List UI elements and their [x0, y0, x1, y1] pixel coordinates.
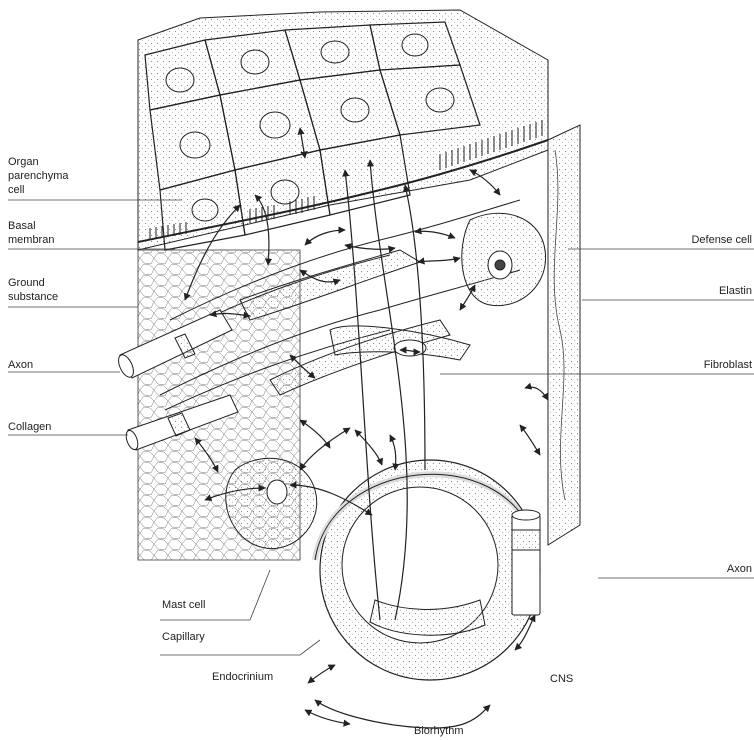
- label-cns: CNS: [550, 672, 573, 686]
- elastin-block: [548, 125, 580, 545]
- defense-cell: [462, 213, 546, 305]
- label-fibroblast: Fibroblast: [704, 358, 752, 372]
- label-elastin: Elastin: [719, 284, 752, 298]
- label-capillary: Capillary: [162, 630, 205, 644]
- label-collagen: Collagen: [8, 420, 51, 434]
- label-defense-cell: Defense cell: [691, 233, 752, 247]
- label-axon-right: Axon: [727, 562, 752, 576]
- axon-right: [512, 510, 540, 615]
- label-endocrinium: Endocrinium: [212, 670, 273, 684]
- label-mast-cell: Mast cell: [162, 598, 205, 612]
- capillary: [315, 460, 540, 680]
- label-biorhythm: Biorhythm: [414, 724, 464, 738]
- label-organ-parenchyma: Organ parenchyma cell: [8, 155, 69, 197]
- label-ground-substance: Ground substance: [8, 276, 58, 304]
- label-axon-left: Axon: [8, 358, 33, 372]
- label-basal-membran: Basal membran: [8, 219, 54, 247]
